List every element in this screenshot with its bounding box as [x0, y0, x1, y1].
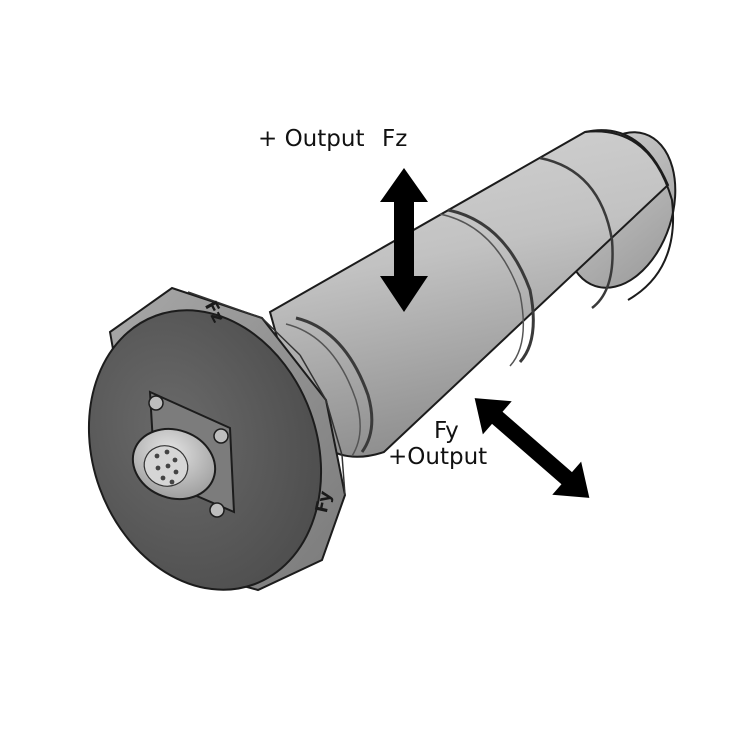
flange-label-fy-group: Fy	[312, 489, 336, 514]
label-fy-output: +Output	[388, 444, 487, 470]
connector-pins-icon	[154, 449, 179, 485]
flange-label-fy: Fy	[312, 489, 336, 514]
fz-arrow-icon	[380, 168, 428, 312]
label-fz: Fz	[382, 126, 407, 152]
groove-1	[539, 156, 614, 309]
groove-3	[295, 316, 374, 453]
label-fy: Fy	[434, 418, 459, 444]
screw-icon	[213, 428, 229, 444]
fy-arrow-icon	[474, 398, 590, 498]
connector	[131, 390, 236, 518]
groove-2	[447, 208, 535, 364]
screw-icon	[209, 502, 225, 518]
sensor-body	[268, 129, 677, 458]
label-fz-output: + Output	[258, 126, 364, 152]
cylinder-shell	[268, 129, 670, 458]
screw-icon	[148, 395, 164, 411]
